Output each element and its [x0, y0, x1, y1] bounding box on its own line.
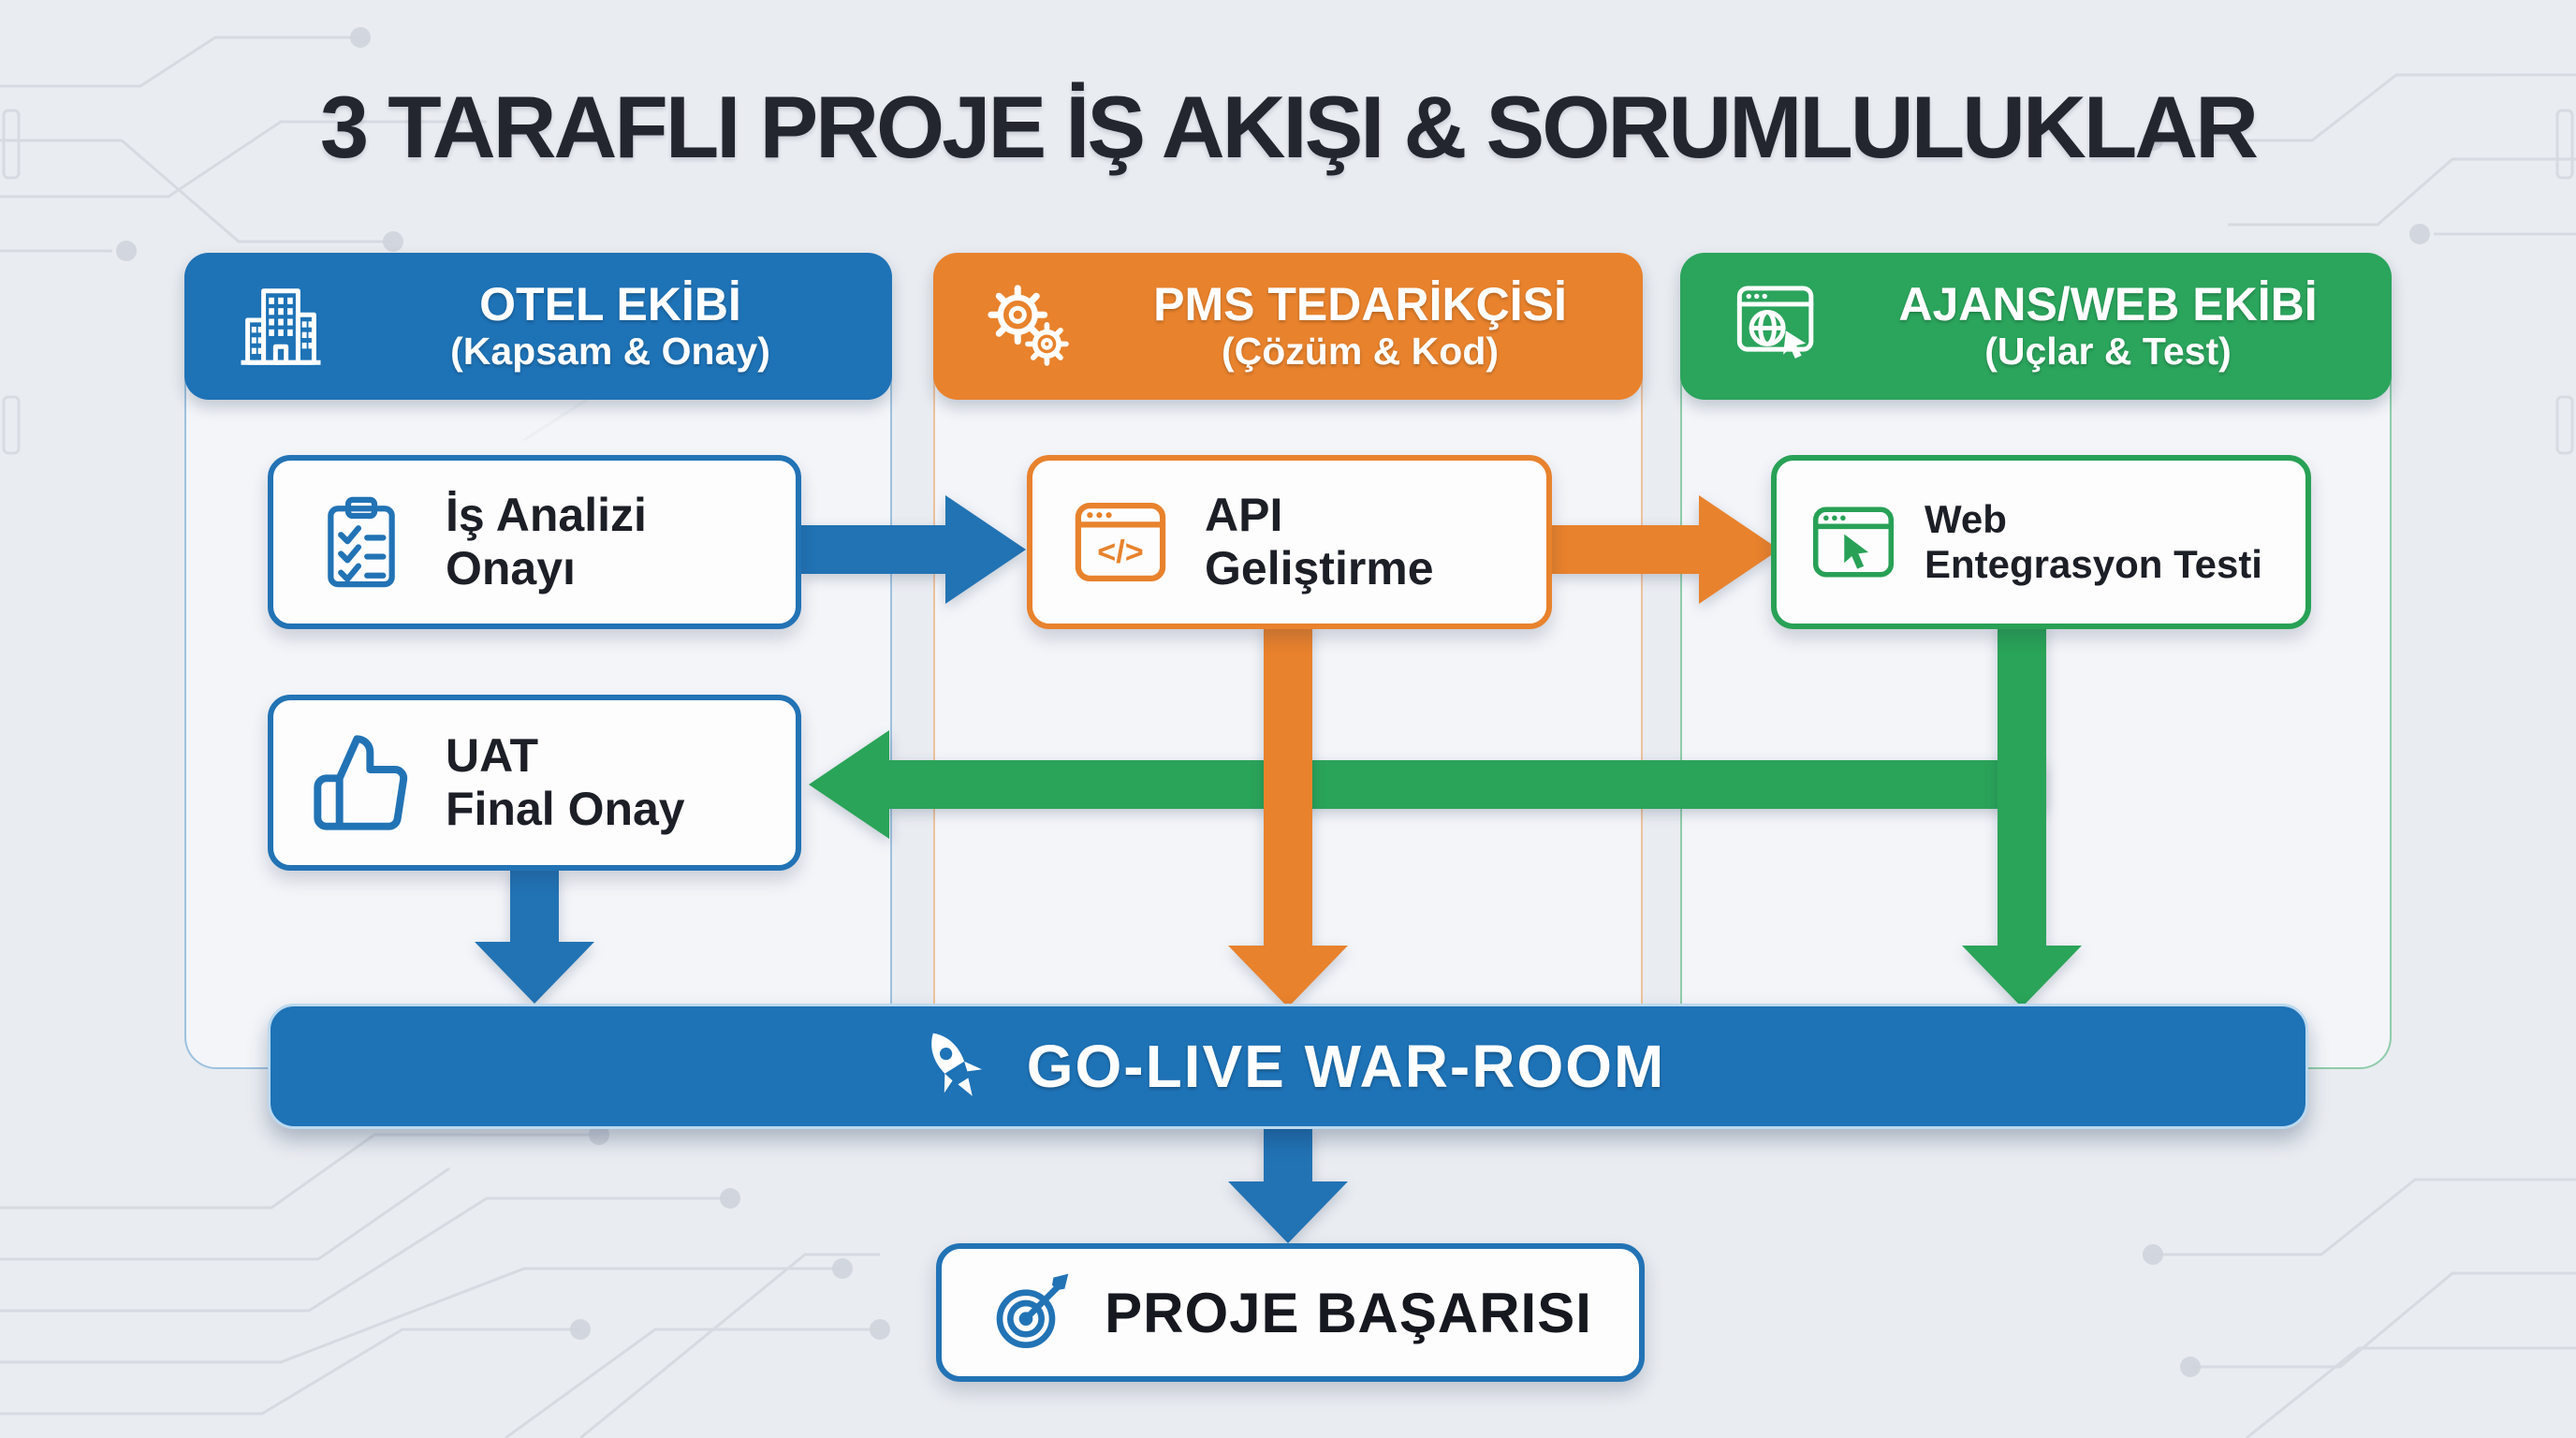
step-label: Web Entegrasyon Testi — [1925, 497, 2262, 587]
step-label-line2: Onayı — [446, 542, 576, 594]
step-label-line2: Final Onay — [446, 783, 685, 835]
go-live-banner-label: GO-LIVE WAR-ROOM — [1026, 1033, 1666, 1100]
arrow-web-test-to-uat — [809, 730, 2048, 839]
column-subtitle: (Uçlar & Test) — [1984, 330, 2232, 374]
step-label-line1: UAT — [446, 729, 539, 782]
column-header-agency: AJANS/WEB EKİBİ (Uçlar & Test) — [1680, 253, 2392, 400]
arrow-golive-to-success — [1228, 1129, 1348, 1243]
svg-text:</>: </> — [1097, 535, 1143, 570]
arrow-is-analizi-to-api — [801, 495, 1028, 604]
column-title: OTEL EKİBİ — [479, 278, 741, 331]
project-success-box: PROJE BAŞARISI — [936, 1243, 1645, 1382]
building-icon — [233, 279, 329, 374]
arrow-api-to-web-test — [1552, 495, 1781, 604]
column-header-pms: PMS TEDARİKÇİSİ (Çözüm & Kod) — [933, 253, 1643, 400]
step-label: UAT Final Onay — [446, 729, 685, 836]
step-label-line1: Web — [1925, 497, 2007, 542]
step-is-analizi-onayi: İş Analizi Onayı — [268, 455, 801, 629]
step-label: İş Analizi Onayı — [446, 489, 647, 595]
step-label: API Geliştirme — [1205, 489, 1434, 595]
column-title: PMS TEDARİKÇİSİ — [1153, 278, 1567, 331]
arrow-uat-to-golive — [475, 867, 594, 1004]
code-window-icon: </> — [1068, 490, 1173, 594]
arrow-web-test-to-golive — [1962, 622, 2082, 1007]
cursor-window-icon — [1807, 495, 1900, 589]
column-subtitle: (Kapsam & Onay) — [450, 330, 770, 374]
step-label-line2: Geliştirme — [1205, 542, 1434, 594]
project-success-label: PROJE BAŞARISI — [1105, 1281, 1592, 1344]
column-title: AJANS/WEB EKİBİ — [1898, 278, 2318, 331]
go-live-banner: GO-LIVE WAR-ROOM — [268, 1004, 2308, 1129]
target-icon — [988, 1268, 1078, 1357]
column-subtitle: (Çözüm & Kod) — [1221, 330, 1500, 374]
step-web-entegrasyon-testi: Web Entegrasyon Testi — [1771, 455, 2311, 629]
step-label-line1: İş Analizi — [446, 489, 647, 541]
arrow-api-to-golive — [1228, 622, 1348, 1007]
globe-browser-icon — [1729, 279, 1824, 374]
step-label-line2: Entegrasyon Testi — [1925, 542, 2262, 586]
step-label-line1: API — [1205, 489, 1283, 541]
step-api-gelistirme: </> API Geliştirme — [1027, 455, 1552, 629]
column-header-hotel: OTEL EKİBİ (Kapsam & Onay) — [184, 253, 892, 400]
gears-icon — [982, 279, 1077, 374]
rocket-icon — [911, 1023, 997, 1109]
checklist-icon — [309, 490, 414, 594]
step-uat-final-onay: UAT Final Onay — [268, 695, 801, 871]
page-title: 3 TARAFLI PROJE İŞ AKIŞI & SORUMLULUKLAR — [319, 78, 2259, 176]
thumbs-up-icon — [309, 730, 414, 835]
